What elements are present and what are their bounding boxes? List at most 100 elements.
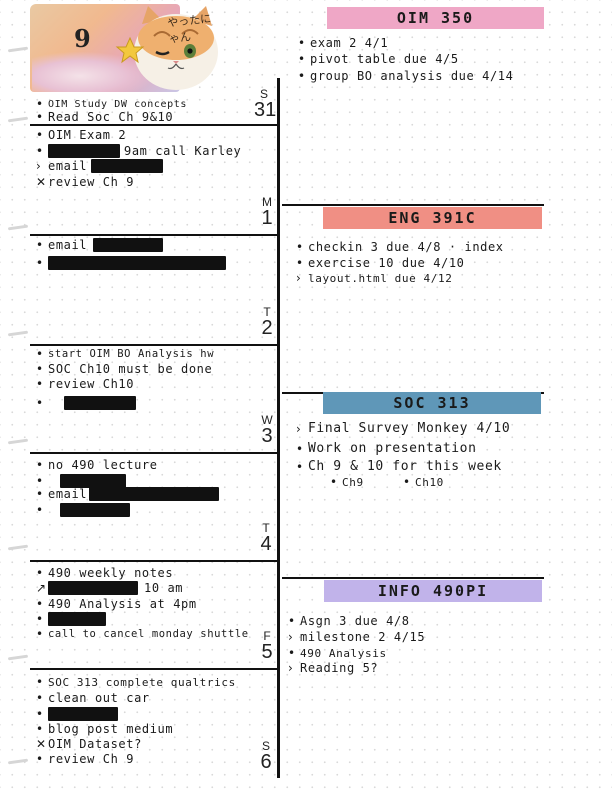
bullet-icon: • — [36, 503, 44, 517]
list-item: • OIM Exam 2 — [36, 128, 127, 142]
redacted-text — [64, 396, 136, 410]
bullet-icon: • — [36, 396, 44, 410]
day-divider — [30, 124, 278, 126]
bullet-icon: • — [36, 144, 44, 158]
bullet-icon: • — [298, 52, 306, 66]
day-divider — [30, 344, 278, 346]
list-item: • Work on presentation — [296, 441, 477, 456]
done-x-icon: ✕ — [36, 175, 47, 189]
redacted-text — [93, 238, 164, 252]
list-item: • checkin 3 due 4/8 · index — [296, 240, 504, 254]
list-item: • SOC Ch10 must be done — [36, 362, 213, 376]
list-item: • — [36, 503, 130, 517]
bullet-icon: • — [36, 612, 44, 626]
bullet-icon: • — [36, 474, 44, 488]
bullet-icon: • — [36, 347, 44, 361]
day-label-wed: W 3 — [261, 413, 273, 447]
bullet-icon: • — [36, 256, 44, 270]
list-item: › email — [36, 159, 164, 173]
bullet-icon: • — [296, 441, 304, 456]
list-item: • Ch10 — [403, 475, 444, 489]
list-item: • email — [36, 238, 164, 252]
list-item: • 490 Analysis — [288, 646, 387, 660]
bullet-icon: • — [36, 97, 44, 111]
bullet-icon: • — [36, 238, 44, 252]
bullet-icon: • — [36, 675, 44, 689]
bullet-icon: • — [36, 627, 44, 641]
redacted-text — [60, 474, 126, 488]
redacted-text — [48, 256, 226, 270]
list-item: • no 490 lecture — [36, 458, 158, 472]
migrated-arrow-icon: › — [36, 159, 42, 173]
list-item: • SOC 313 complete qualtrics — [36, 675, 236, 689]
day-label-sun: S 31 — [254, 87, 277, 121]
day-divider — [30, 668, 278, 670]
bullet-icon: • — [36, 128, 44, 142]
list-item: • email — [36, 487, 220, 501]
redacted-text — [48, 612, 106, 626]
list-item: • pivot table due 4/5 — [298, 52, 459, 66]
migrated-arrow-icon: › — [288, 630, 294, 644]
migrated-arrow-icon: › — [288, 661, 294, 675]
redacted-text — [60, 503, 130, 517]
list-item: • group BO analysis due 4/14 — [298, 69, 514, 83]
bullet-icon: • — [288, 614, 296, 628]
bullet-icon: • — [36, 110, 44, 124]
list-item: • 490 weekly notes — [36, 566, 174, 580]
course-title-info490: INFO 490PI — [324, 580, 542, 602]
center-divider — [277, 78, 280, 778]
subject-divider — [282, 204, 544, 206]
bullet-icon: • — [296, 240, 304, 254]
list-item: • 9am call Karley — [36, 144, 242, 158]
list-item: • start OIM BO Analysis hw — [36, 347, 215, 361]
list-item: • blog post medium — [36, 722, 174, 736]
redacted-text — [89, 487, 220, 501]
migrated-arrow-icon: › — [296, 421, 302, 436]
list-item: • OIM Study DW concepts — [36, 97, 188, 111]
list-item: • review Ch10 — [36, 377, 135, 391]
migrated-arrow-icon: › — [296, 271, 302, 285]
subject-divider — [282, 577, 544, 579]
sticker-cloud — [32, 52, 152, 92]
bullet-icon: • — [36, 362, 44, 376]
list-item: • Asgn 3 due 4/8 — [288, 614, 410, 628]
bullet-icon: • — [36, 722, 44, 736]
course-title-oim350: OIM 350 — [327, 7, 544, 29]
bullet-icon: • — [288, 646, 296, 660]
bullet-icon: • — [36, 691, 44, 705]
cat-face-icon — [115, 6, 218, 90]
list-item: • exam 2 4/1 — [298, 36, 389, 50]
migrated-arrow-icon: ↗ — [36, 581, 47, 595]
list-item: • Ch9 — [330, 475, 364, 489]
list-item: • Ch 9 & 10 for this week — [296, 459, 502, 474]
cat-sticker: 9 やったにゃん — [30, 4, 218, 96]
bullet-icon: • — [36, 752, 44, 766]
redacted-text — [48, 581, 138, 595]
sticker-caption: やったにゃん — [166, 12, 212, 46]
bullet-icon: • — [36, 458, 44, 472]
list-item: • — [36, 256, 226, 270]
course-title-eng391c: ENG 391C — [323, 207, 542, 229]
list-item: › milestone 2 4/15 — [288, 630, 426, 644]
bullet-icon: • — [298, 36, 306, 50]
day-label-fri: F 5 — [261, 629, 273, 663]
bullet-icon: • — [36, 597, 44, 611]
list-item: • — [36, 707, 118, 721]
course-title-soc313: SOC 313 — [323, 392, 541, 414]
bullet-icon: • — [298, 69, 306, 83]
done-x-icon: ✕ — [36, 737, 47, 751]
list-item: › Reading 5? — [288, 661, 379, 675]
list-item: • 490 Analysis at 4pm — [36, 597, 197, 611]
redacted-text — [91, 159, 164, 173]
bullet-icon: • — [296, 459, 304, 474]
list-item: • clean out car — [36, 691, 150, 705]
list-item: • — [36, 612, 106, 626]
bullet-icon: • — [296, 256, 304, 270]
list-item: • call to cancel monday shuttle — [36, 627, 249, 641]
bullet-icon: • — [36, 377, 44, 391]
list-item: ↗ 10 am — [36, 581, 184, 595]
day-divider — [30, 560, 278, 562]
day-label-tue: T 2 — [261, 305, 273, 339]
list-item: • Read Soc Ch 9&10 — [36, 110, 174, 124]
bullet-icon: • — [330, 475, 338, 489]
